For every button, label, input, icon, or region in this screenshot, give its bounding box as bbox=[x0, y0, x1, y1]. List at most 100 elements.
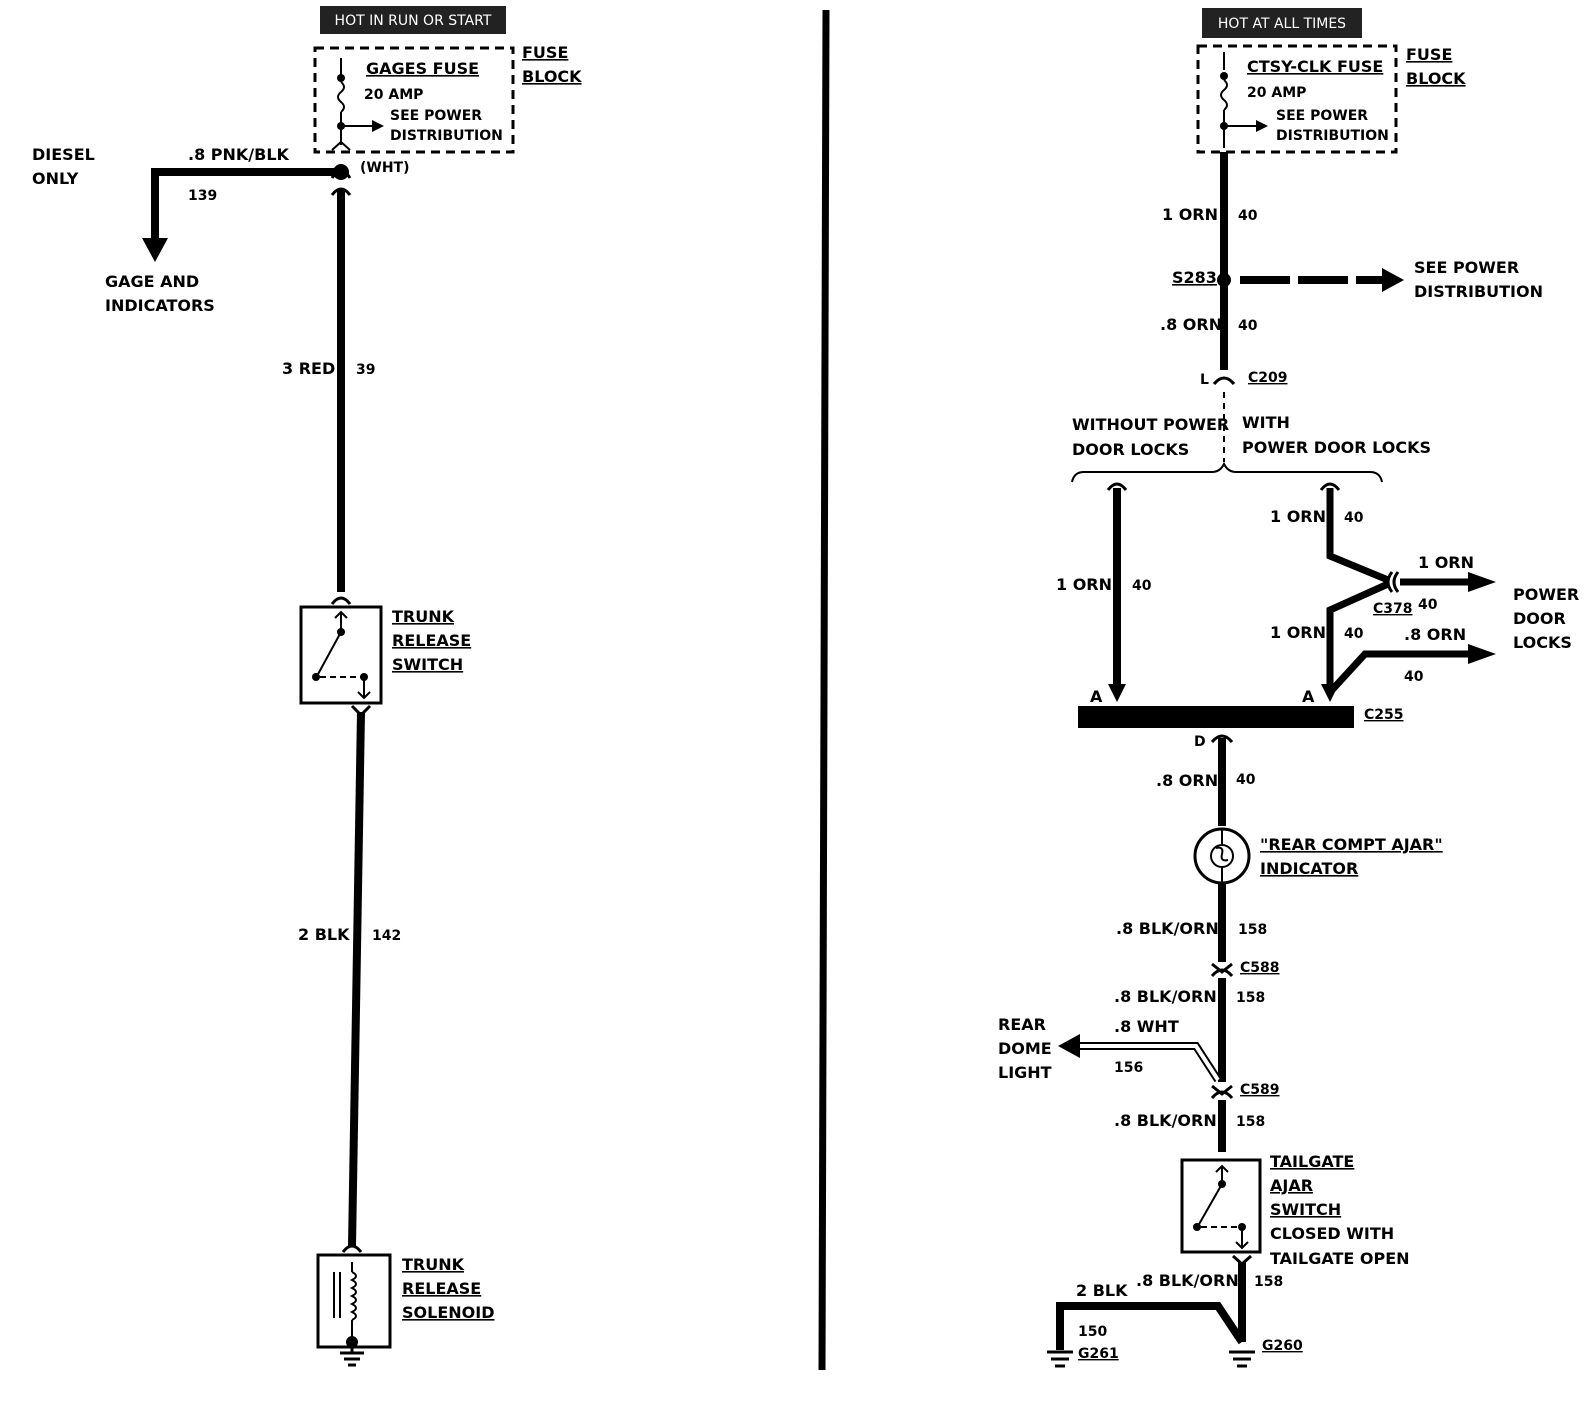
left-branch-wire bbox=[151, 168, 341, 240]
right-fuse-block bbox=[1196, 44, 1398, 154]
gnd-wire bbox=[1056, 1302, 1246, 1350]
right-banner-box bbox=[1202, 8, 1362, 38]
right-w6-circuit: 158 bbox=[1236, 1114, 1265, 1130]
left-gage-indicators-1: GAGE AND bbox=[105, 272, 199, 291]
left-fuse-block bbox=[313, 46, 515, 154]
trunk-solenoid-label-3: SOLENOID bbox=[402, 1303, 494, 1322]
c589-connector-icon bbox=[1210, 1084, 1234, 1100]
rb-top-circuit: 40 bbox=[1344, 510, 1364, 526]
g260-label: G260 bbox=[1262, 1338, 1303, 1354]
left-fuse-amp: 20 AMP bbox=[364, 87, 423, 103]
right-fuse-amp: 20 AMP bbox=[1247, 85, 1306, 101]
right-branch-bottom-wire bbox=[1326, 580, 1390, 690]
c378-circuit: 40 bbox=[1418, 597, 1438, 613]
right-w1-circuit: 40 bbox=[1238, 208, 1258, 224]
power-door-locks-3: LOCKS bbox=[1513, 633, 1572, 652]
right-branch-top-connector-icon bbox=[1319, 482, 1341, 491]
trunk-switch-label-3: SWITCH bbox=[392, 655, 463, 674]
left-wire1-gauge: 3 RED bbox=[282, 359, 335, 378]
left-fuse-block-label-1: FUSE bbox=[522, 43, 568, 62]
right-w6-gauge: .8 BLK/ORN bbox=[1114, 1111, 1217, 1130]
c209-pin: L bbox=[1200, 372, 1209, 388]
tailgate-label-1: TAILGATE bbox=[1270, 1152, 1354, 1171]
left-branch-wire-gauge: .8 PNK/BLK bbox=[188, 145, 290, 164]
right-w3-circuit: 40 bbox=[1236, 772, 1256, 788]
gnd-wire-gauge: 2 BLK bbox=[1076, 1281, 1128, 1300]
right-circuit: HOT AT ALL TIMES FUSE BLOCK CTSY-CLK FUS… bbox=[998, 8, 1579, 1368]
left-fuse-block-label-2: BLOCK bbox=[522, 67, 582, 86]
indicator-label-1: "REAR COMPT AJAR" bbox=[1260, 835, 1443, 854]
right-splice-arrow-icon bbox=[1382, 268, 1404, 292]
right-see-power-1: SEE POWER bbox=[1276, 108, 1368, 124]
left-switch-top-connector-icon bbox=[330, 596, 352, 605]
left-see-power-1: SEE POWER bbox=[390, 108, 482, 124]
right-fuse-block-label-2: BLOCK bbox=[1406, 69, 1466, 88]
c589-label: C589 bbox=[1240, 1082, 1280, 1098]
trunk-release-solenoid bbox=[316, 1253, 392, 1349]
left-wire1-connector-icon bbox=[330, 187, 352, 196]
trunk-switch-label-1: TRUNK bbox=[392, 607, 455, 626]
rb-bot-circuit: 40 bbox=[1344, 626, 1364, 642]
right-splice-see-power-2: DISTRIBUTION bbox=[1414, 282, 1543, 301]
right-branch-top-wire bbox=[1326, 488, 1390, 584]
tailgate-label-5: TAILGATE OPEN bbox=[1270, 1249, 1410, 1268]
c255-pin-d: D bbox=[1194, 734, 1206, 750]
rear-dome-wire-fill bbox=[1080, 1044, 1220, 1082]
rb-top-gauge: 1 ORN bbox=[1270, 507, 1326, 526]
without-pdl-1: WITHOUT POWER bbox=[1072, 415, 1229, 434]
right-w5-circuit: 158 bbox=[1236, 990, 1265, 1006]
pdl-out1-arrow-icon bbox=[1468, 572, 1496, 592]
rear-dome-2: DOME bbox=[998, 1039, 1052, 1058]
tailgate-ajar-switch bbox=[1180, 1158, 1262, 1254]
right-w2-circuit: 40 bbox=[1238, 318, 1258, 334]
left-branch-gauge: 1 ORN bbox=[1056, 575, 1112, 594]
right-w2-gauge: .8 ORN bbox=[1160, 315, 1222, 334]
right-fuse-block-label-1: FUSE bbox=[1406, 45, 1452, 64]
pdl-out2-arrow-icon bbox=[1468, 644, 1496, 664]
right-branch-pin: A bbox=[1302, 687, 1315, 706]
without-pdl-2: DOOR LOCKS bbox=[1072, 440, 1189, 459]
pdl-out1-gauge: 1 ORN bbox=[1418, 553, 1474, 572]
c255-d-connector-icon bbox=[1210, 734, 1234, 744]
rb-bot-gauge: 1 ORN bbox=[1270, 623, 1326, 642]
right-splice-dot bbox=[1217, 273, 1231, 287]
pdl-out2-circuit: 40 bbox=[1404, 669, 1424, 685]
right-banner: HOT AT ALL TIMES bbox=[1218, 16, 1346, 32]
c255-connector-bar bbox=[1078, 706, 1354, 728]
c209-connector-icon bbox=[1212, 376, 1236, 386]
page-divider bbox=[818, 9, 830, 1371]
solenoid-coil-icon bbox=[333, 1262, 358, 1348]
rear-dome-1: REAR bbox=[998, 1015, 1046, 1034]
left-banner-box bbox=[320, 6, 506, 34]
power-door-locks-2: DOOR bbox=[1513, 609, 1566, 628]
left-fuse-name: GAGES FUSE bbox=[366, 59, 479, 78]
right-w7-circuit: 158 bbox=[1254, 1274, 1283, 1290]
rear-compt-ajar-indicator bbox=[1193, 827, 1251, 885]
trunk-solenoid-label-2: RELEASE bbox=[402, 1279, 481, 1298]
pdl-out2-gauge: .8 ORN bbox=[1404, 625, 1466, 644]
right-fuse-icon bbox=[1220, 52, 1268, 148]
c588-connector-icon bbox=[1210, 962, 1234, 978]
tailgate-label-3: SWITCH bbox=[1270, 1200, 1341, 1219]
left-banner: HOT IN RUN OR START bbox=[335, 13, 492, 29]
option-brace-icon bbox=[1071, 461, 1383, 483]
g260-ground-icon bbox=[1229, 1350, 1255, 1368]
rear-dome-3: LIGHT bbox=[998, 1063, 1052, 1082]
left-see-power-2: DISTRIBUTION bbox=[390, 128, 503, 144]
right-w7-gauge: .8 BLK/ORN bbox=[1136, 1271, 1239, 1290]
trunk-release-switch bbox=[299, 605, 383, 705]
dome-circuit: 156 bbox=[1114, 1060, 1143, 1076]
left-wire2-circuit: 142 bbox=[372, 928, 401, 944]
dome-gauge: .8 WHT bbox=[1114, 1017, 1179, 1036]
left-branch-pin: A bbox=[1090, 687, 1103, 706]
right-w1-gauge: 1 ORN bbox=[1162, 205, 1218, 224]
left-fuse-connector-icon bbox=[331, 140, 351, 151]
c378-connector-icon bbox=[1386, 571, 1400, 593]
c588-label: C588 bbox=[1240, 960, 1280, 976]
rear-dome-arrow-icon bbox=[1058, 1034, 1080, 1058]
left-branch-arrow-icon bbox=[1108, 684, 1126, 702]
right-w5-gauge: .8 BLK/ORN bbox=[1114, 987, 1217, 1006]
left-circuit: HOT IN RUN OR START FUSE BLOCK GAGES FUS… bbox=[32, 6, 582, 1367]
g261-ground-icon bbox=[1047, 1350, 1073, 1368]
